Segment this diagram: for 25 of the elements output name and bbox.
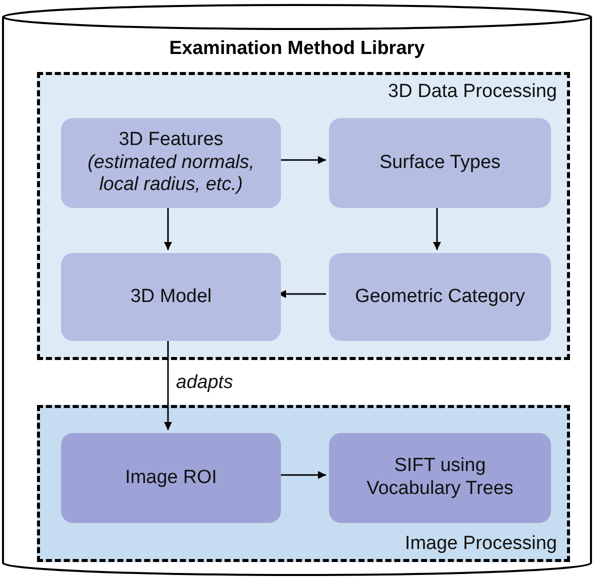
process-label: Image ROI (125, 466, 217, 490)
process-box (61, 433, 281, 523)
arrow (278, 471, 326, 479)
dashed-group-panel (37, 405, 570, 562)
process-box (61, 253, 281, 341)
process-label: Surface Types (379, 152, 501, 174)
group-label: 3D Data Processing (388, 81, 557, 103)
process-box (329, 433, 551, 523)
library-title: Examination Method Library (168, 38, 426, 60)
dashed-group-panel (37, 72, 570, 360)
arrow (164, 338, 172, 430)
process-box (329, 118, 551, 208)
edge-label: adapts (174, 372, 236, 394)
arrow (278, 156, 326, 164)
process-box (61, 118, 281, 208)
process-box (329, 253, 551, 341)
process-note: (estimated normals, local radius, etc.) (86, 152, 256, 198)
process-label: 3D Features (118, 128, 224, 152)
arrow (164, 205, 172, 250)
arrow (433, 205, 441, 250)
arrow (278, 290, 326, 298)
group-label: Image Processing (404, 533, 557, 555)
process-label: 3D Model (130, 286, 212, 308)
process-label: SIFT using Vocabulary Trees (366, 455, 514, 501)
process-label: Geometric Category (354, 286, 525, 308)
